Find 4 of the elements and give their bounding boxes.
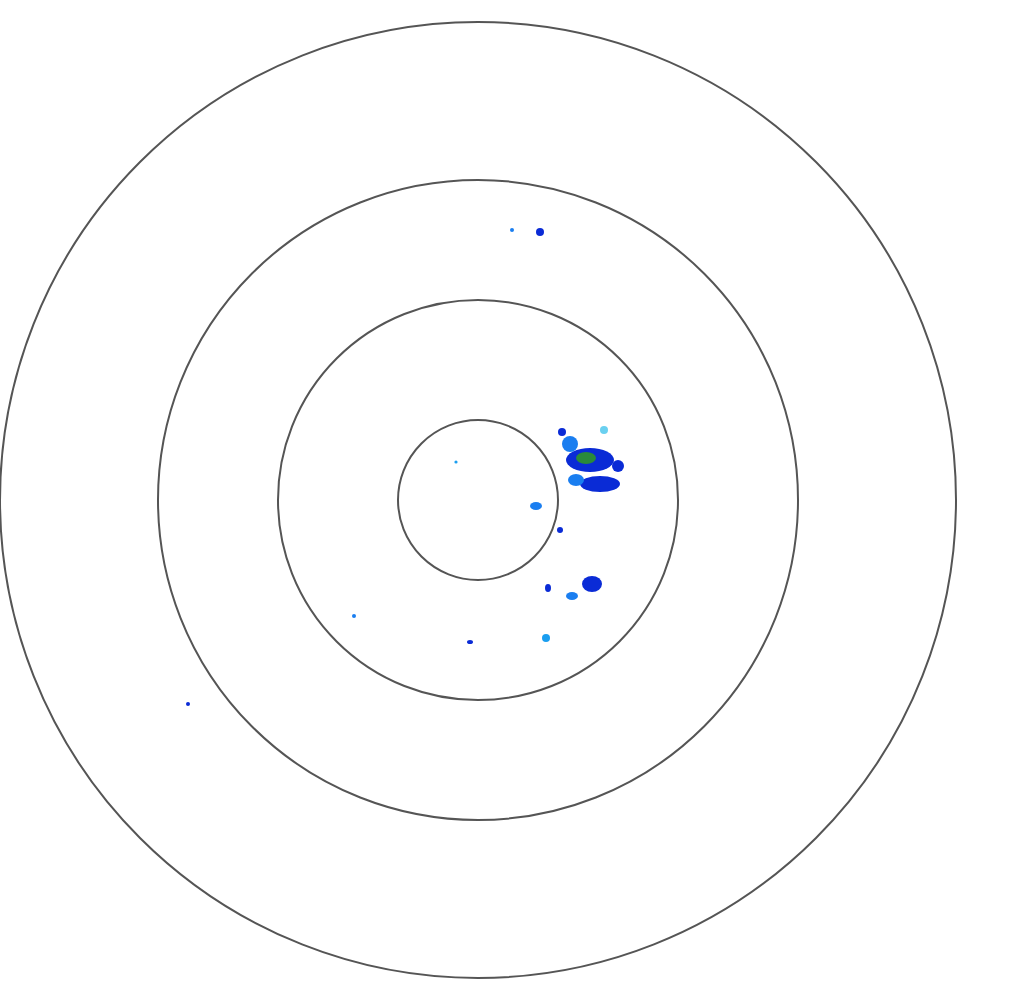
range-ring [398, 420, 558, 580]
range-ring [278, 300, 678, 700]
range-ring [0, 22, 956, 978]
range-ring [158, 180, 798, 820]
